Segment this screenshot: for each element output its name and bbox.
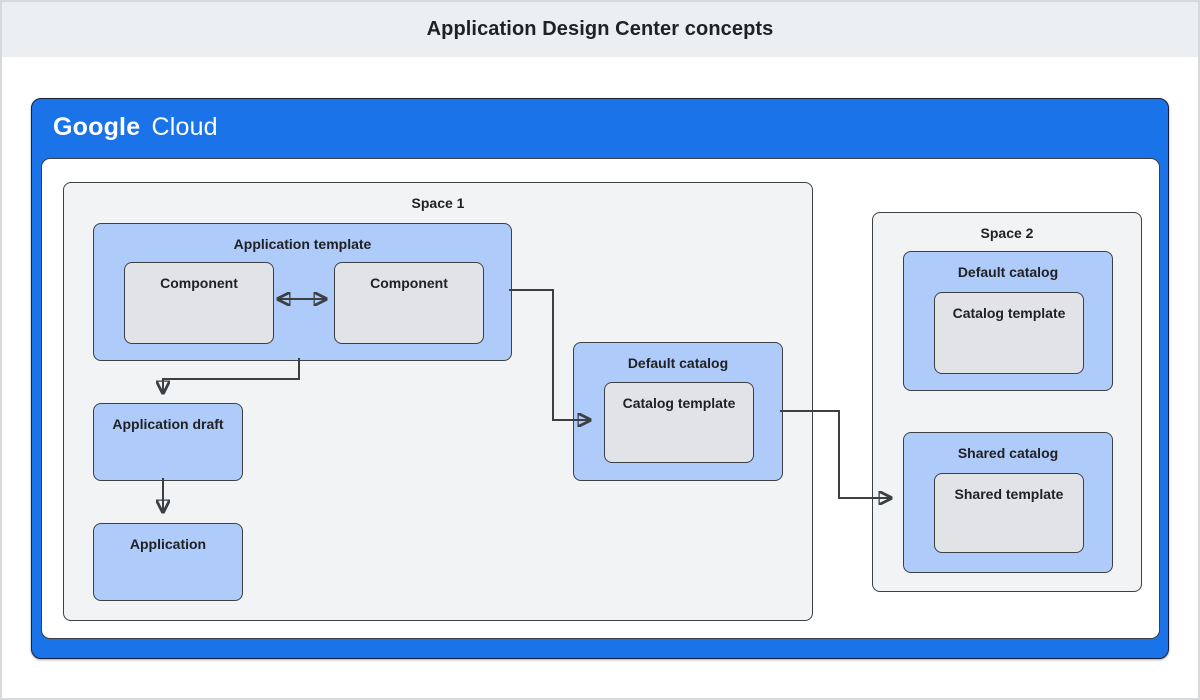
component-left-label: Component <box>160 275 238 291</box>
shared-catalog-label: Shared catalog <box>957 445 1059 461</box>
catalog-template-space1-label: Catalog template <box>622 395 736 411</box>
catalog-template-space2-label: Catalog template <box>952 305 1066 321</box>
google-cloud-container: Google Cloud Space 1 Application templat… <box>31 98 1169 659</box>
catalog-template-box-space1: Catalog template <box>604 382 754 463</box>
default-catalog-space2-label: Default catalog <box>957 264 1059 280</box>
shared-template-label: Shared template <box>954 486 1064 502</box>
application-draft-label: Application draft <box>112 416 224 432</box>
application-template-box: Application template Component Component <box>93 223 512 361</box>
default-catalog-space1-label: Default catalog <box>627 355 729 371</box>
space-2: Space 2 Default catalog Catalog template… <box>872 212 1142 592</box>
google-cloud-logo: Google Cloud <box>53 113 218 142</box>
application-draft-box: Application draft <box>93 403 243 481</box>
component-box-left: Component <box>124 262 274 344</box>
logo-text-google: Google <box>53 113 141 141</box>
application-box: Application <box>93 523 243 601</box>
application-label: Application <box>129 536 207 552</box>
project-area: Space 1 Application template Component C… <box>41 158 1160 639</box>
diagram-canvas: Google Cloud Space 1 Application templat… <box>2 57 1198 698</box>
page-title: Application Design Center concepts <box>426 18 774 40</box>
application-template-label: Application template <box>233 236 372 252</box>
component-box-right: Component <box>334 262 484 344</box>
title-bar: Application Design Center concepts <box>2 2 1198 57</box>
shared-catalog-box: Shared catalog Shared template <box>903 432 1113 573</box>
shared-template-box: Shared template <box>934 473 1084 553</box>
space-2-label: Space 2 <box>980 225 1034 241</box>
component-right-label: Component <box>370 275 448 291</box>
logo-text-cloud: Cloud <box>151 113 218 141</box>
catalog-template-box-space2: Catalog template <box>934 292 1084 374</box>
space-1: Space 1 Application template Component C… <box>63 182 813 621</box>
default-catalog-box-space1: Default catalog Catalog template <box>573 342 783 481</box>
default-catalog-box-space2: Default catalog Catalog template <box>903 251 1113 391</box>
space-1-label: Space 1 <box>411 195 465 211</box>
